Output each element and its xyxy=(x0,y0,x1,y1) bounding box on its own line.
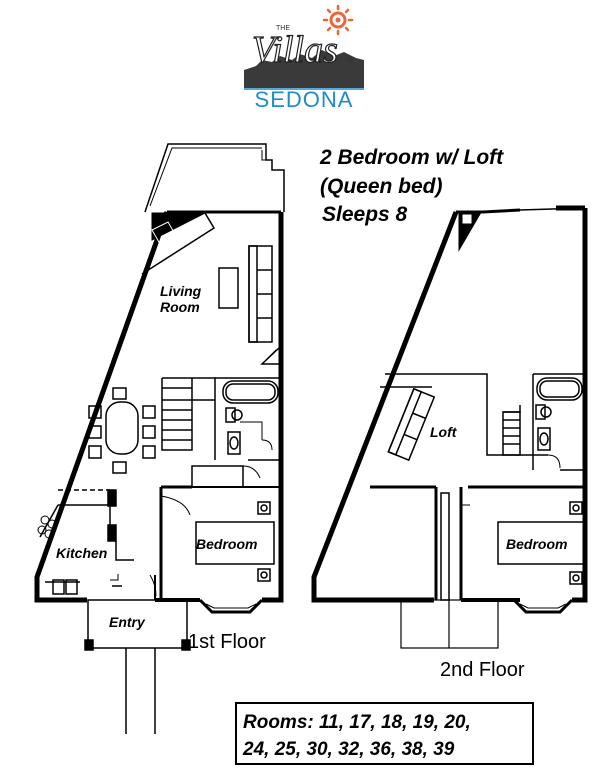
rooms-line-1: Rooms: 11, 17, 18, 19, 20, xyxy=(243,712,471,733)
stairs-2f-icon xyxy=(502,405,521,456)
bed-icon xyxy=(195,521,275,565)
bay-window-2f xyxy=(512,598,574,614)
loft-sofa-icon xyxy=(387,387,436,462)
rooms-line-2: 24, 25, 30, 32, 36, 38, 39 xyxy=(242,739,455,760)
fireplace-icon xyxy=(151,212,206,241)
entry-porch xyxy=(84,599,191,734)
bed-type-text: (Queen bed) xyxy=(320,175,443,198)
toilet-icon xyxy=(225,407,236,423)
second-floor-label: 2nd Floor xyxy=(440,659,525,681)
unit-info: 2 Bedroom w/ Loft (Queen bed) Sleeps 8 xyxy=(319,146,504,226)
sink-2f-icon xyxy=(537,427,551,451)
skyline-graphic xyxy=(244,50,364,88)
first-floor-plan xyxy=(34,143,285,734)
villas-of-sedona-logo: THE Villas OF SEDONA xyxy=(244,4,364,112)
living-room-label-1: Living xyxy=(160,283,202,299)
first-floor-label: 1st Floor xyxy=(188,631,266,653)
sleeps-text: Sleeps 8 xyxy=(322,203,408,226)
stairs-icon xyxy=(161,377,216,451)
open-below-2f xyxy=(400,599,499,649)
bathroom-2f xyxy=(532,373,585,471)
bay-window-1f xyxy=(198,598,264,614)
kitchen-1f xyxy=(37,489,157,600)
dining-table-icon xyxy=(88,387,156,474)
toilet-2f-icon xyxy=(535,404,546,420)
second-floor-plan xyxy=(311,205,588,649)
bathroom-1f xyxy=(214,377,281,461)
logo-sedona-text: SEDONA xyxy=(255,87,354,112)
bedroom-1f-label: Bedroom xyxy=(196,536,257,552)
entry-label: Entry xyxy=(109,614,146,630)
rooms-list-box: Rooms: 11, 17, 18, 19, 20, 24, 25, 30, 3… xyxy=(235,702,534,765)
loft-area xyxy=(380,373,548,462)
coffee-table-icon xyxy=(218,267,239,309)
unit-type-text: 2 Bedroom w/ Loft xyxy=(319,146,504,169)
sink-icon xyxy=(227,431,241,455)
bedroom-1f xyxy=(159,485,275,600)
kitchen-label: Kitchen xyxy=(56,545,107,561)
logo-villas-script: Villas xyxy=(252,29,338,71)
sofa-icon xyxy=(248,245,273,343)
bed-2f-icon xyxy=(497,521,585,565)
second-floor-labels: Loft Bedroom 2nd Floor xyxy=(430,424,567,681)
logo-of-text: OF xyxy=(345,57,355,64)
sun-icon xyxy=(322,4,354,36)
bathtub-2f-icon xyxy=(536,377,583,401)
living-room-label-2: Room xyxy=(160,299,200,315)
bathtub-icon xyxy=(222,380,279,404)
logo-the-text: THE xyxy=(276,25,290,32)
loft-label: Loft xyxy=(430,424,458,440)
first-floor-labels: Living Room Bedroom Kitchen Entry 1st Fl… xyxy=(56,283,266,653)
bedroom-2f-label: Bedroom xyxy=(506,536,567,552)
stove-icon xyxy=(37,515,57,539)
